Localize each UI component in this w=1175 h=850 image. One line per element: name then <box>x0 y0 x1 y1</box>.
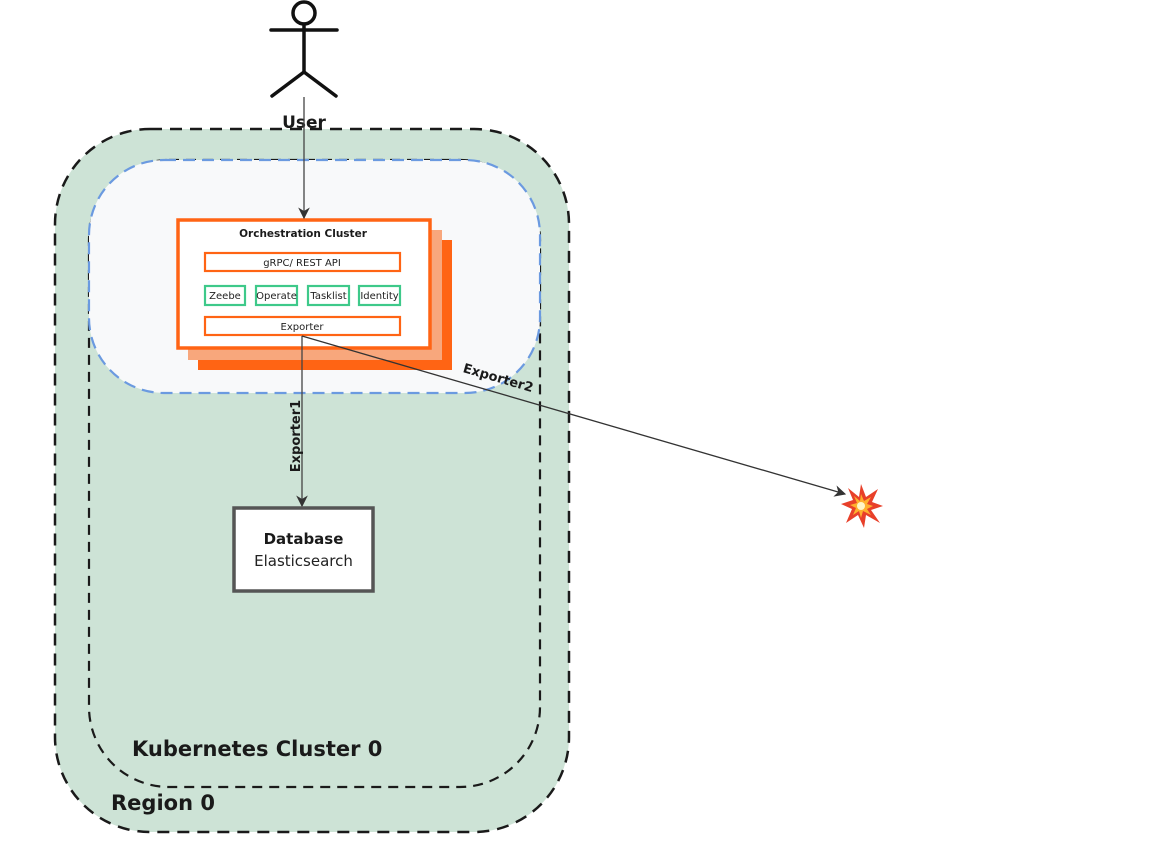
components-row: Zeebe Operate Tasklist Identity <box>203 284 402 307</box>
database-subtitle: Elasticsearch <box>254 552 353 570</box>
explosion-icon <box>841 484 883 528</box>
region-label: Region 0 <box>111 791 215 815</box>
user-actor-icon[interactable] <box>269 0 339 98</box>
kubernetes-cluster-label: Kubernetes Cluster 0 <box>132 737 382 761</box>
component-identity-label: Identity <box>360 291 398 302</box>
component-zeebe-label: Zeebe <box>209 291 241 302</box>
api-label: gRPC/ REST API <box>263 258 341 269</box>
component-zeebe[interactable] <box>203 284 247 307</box>
component-identity[interactable] <box>357 284 402 307</box>
component-tasklist-label: Tasklist <box>309 291 346 302</box>
api-box[interactable] <box>203 251 402 273</box>
database-node[interactable] <box>232 506 375 593</box>
edge-exporter1-label: Exporter1 <box>289 400 304 472</box>
orchestration-title: Orchestration Cluster <box>239 228 368 240</box>
component-operate[interactable] <box>254 284 299 307</box>
component-tasklist[interactable] <box>306 284 351 307</box>
exporter-label: Exporter <box>281 322 325 333</box>
exporter-box[interactable] <box>203 315 402 337</box>
component-operate-label: Operate <box>256 291 297 302</box>
edge-exporter2 <box>301 335 847 497</box>
database-title: Database <box>264 530 344 548</box>
